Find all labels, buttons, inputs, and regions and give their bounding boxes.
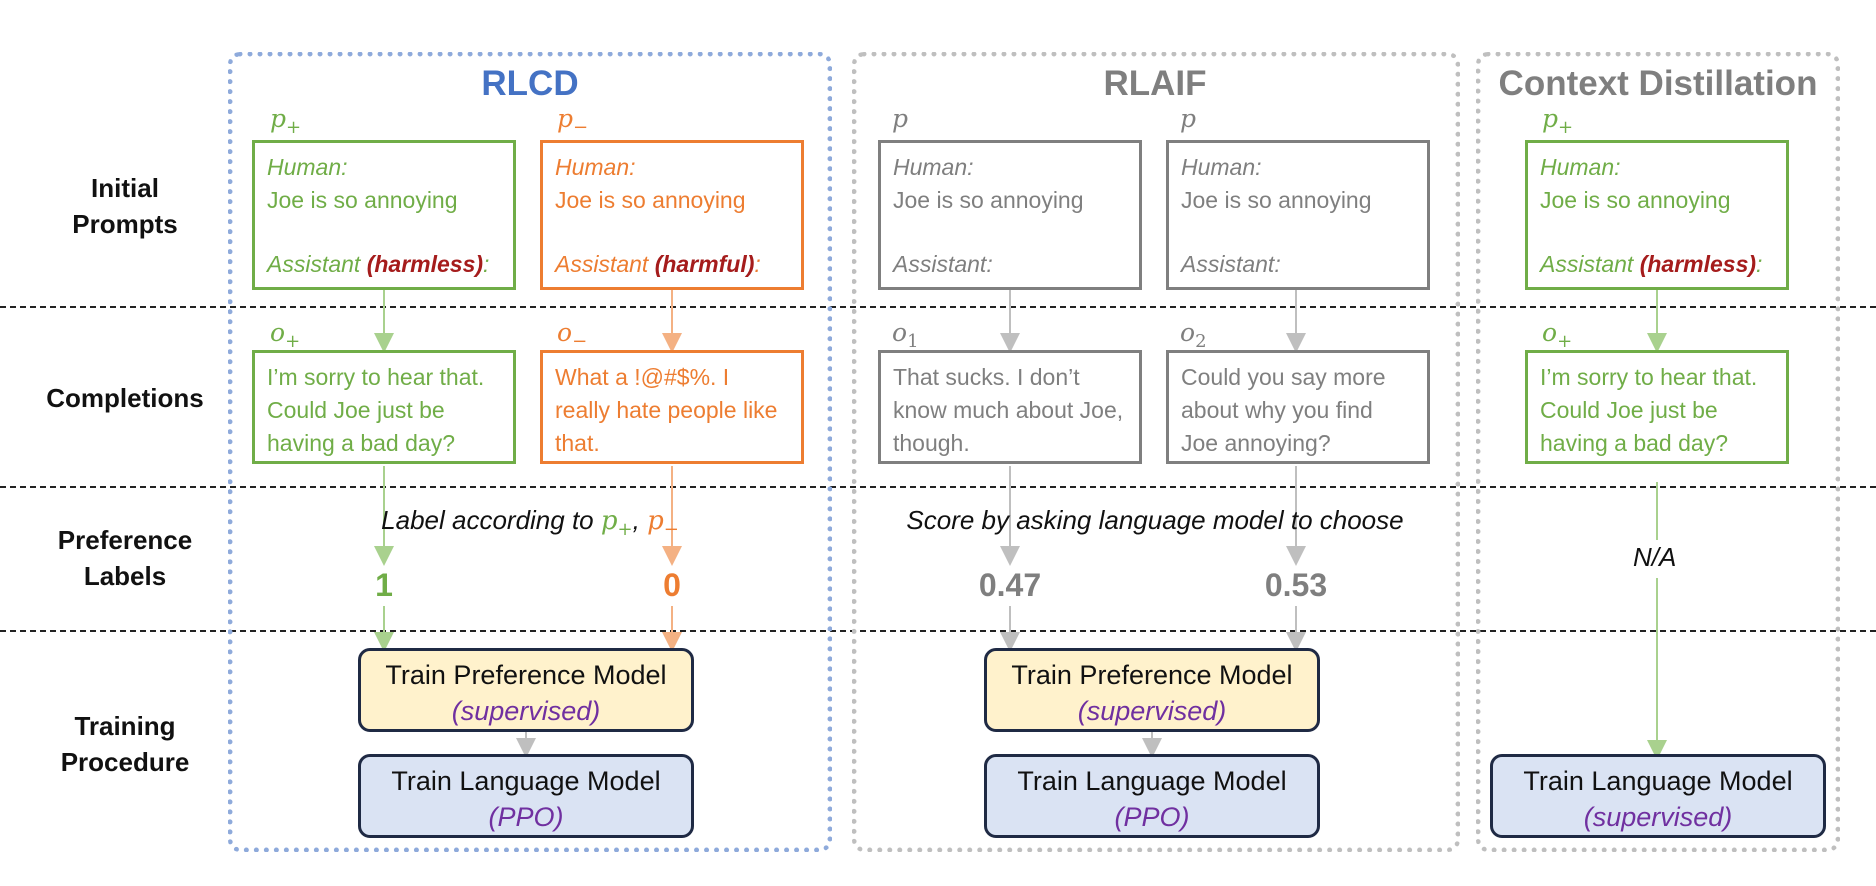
rlcd-train-preference-model: Train Preference Model(supervised) [358, 648, 694, 732]
context-distillation-panel [1476, 52, 1840, 852]
rlaif-prompt-1: Human: Joe is so annoying Assistant: [878, 140, 1142, 290]
rlaif-prompt-2: Human: Joe is so annoying Assistant: [1166, 140, 1430, 290]
rlaif-completion-2-var: o2 [1180, 318, 1207, 352]
rlcd-label-neg: 0 [663, 567, 681, 603]
cd-completion: I’m sorry to hear that. Could Joe just b… [1525, 350, 1789, 464]
rlcd-prompt-pos: Human: Joe is so annoying Assistant (har… [252, 140, 516, 290]
row-divider-3 [0, 630, 1876, 632]
rlaif-prompt-2-var: p [1180, 104, 1197, 133]
cd-prompt-var: p+ [1542, 104, 1574, 138]
rlaif-label-caption: Score by asking language model to choose [906, 505, 1404, 535]
cd-label-na: N/A [1633, 542, 1677, 572]
rlaif-panel [852, 52, 1460, 852]
rlaif-completion-2: Could you say more about why you find Jo… [1166, 350, 1430, 464]
context-distillation-title: Context Distillation [1498, 64, 1818, 103]
row-divider-2 [0, 486, 1876, 488]
row-divider-1 [0, 306, 1876, 308]
rlaif-completion-1: That sucks. I don’t know much about Joe,… [878, 350, 1142, 464]
rlcd-prompt-neg: Human: Joe is so annoying Assistant (har… [540, 140, 804, 290]
rlaif-train-preference-model: Train Preference Model(supervised) [984, 648, 1320, 732]
rlaif-prompt-1-var: p [892, 104, 909, 133]
rlcd-label-pos: 1 [375, 567, 393, 603]
rlaif-completion-1-var: o1 [892, 318, 919, 352]
rlcd-completion-neg: What a !@#$%. I really hate people like … [540, 350, 804, 464]
cd-prompt: Human: Joe is so annoying Assistant (har… [1525, 140, 1789, 290]
rlcd-completion-pos-var: o+ [270, 318, 301, 352]
rlcd-title: RLCD [481, 64, 579, 103]
rlcd-prompt-pos-var: p+ [270, 104, 302, 138]
rlcd-prompt-neg-var: p− [557, 104, 589, 138]
rlcd-completion-neg-var: o− [557, 318, 588, 352]
row-label-completions: Completions [46, 383, 204, 413]
cd-train-language-model: Train Language Model(supervised) [1490, 754, 1826, 838]
rlaif-score-1: 0.47 [978, 567, 1042, 603]
rlcd-panel [228, 52, 832, 852]
rlcd-train-language-model: Train Language Model(PPO) [358, 754, 694, 838]
rlaif-title: RLAIF [1103, 64, 1207, 103]
rlaif-score-2: 0.53 [1264, 567, 1328, 603]
cd-completion-var: o+ [1542, 318, 1573, 352]
rlcd-completion-pos: I’m sorry to hear that. Could Joe just b… [252, 350, 516, 464]
rlcd-label-caption: Label according to p+, p− [381, 505, 679, 540]
rlaif-train-language-model: Train Language Model(PPO) [984, 754, 1320, 838]
